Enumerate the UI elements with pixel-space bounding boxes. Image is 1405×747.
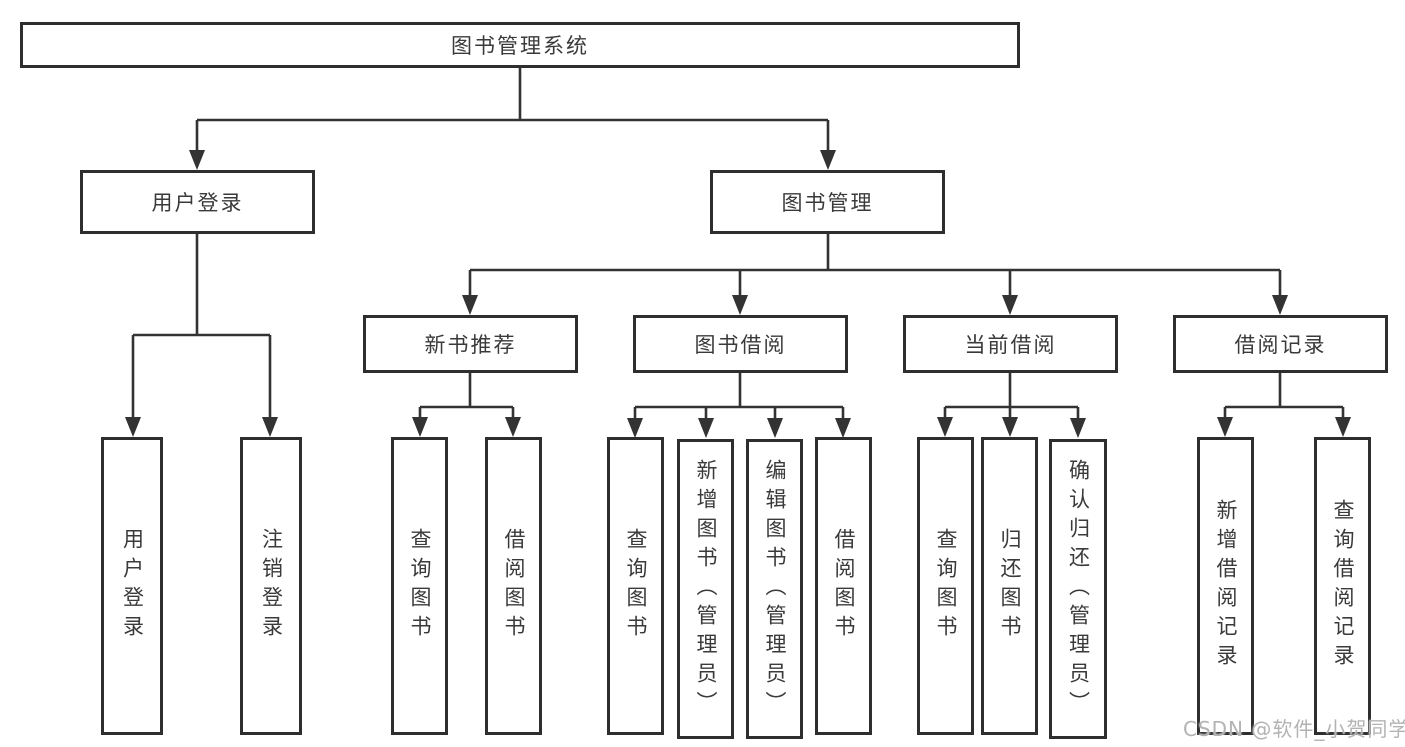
leaf-edit-books-admin-label: 编辑图书（管理员） — [763, 458, 787, 720]
node-book-borrowing: 图书借阅 — [633, 315, 848, 373]
connector-bookmgmt-to-groups — [462, 234, 1288, 315]
leaf-current-query-books-label: 查询图书 — [934, 528, 958, 644]
leaf-logout: 注销登录 — [240, 437, 302, 735]
node-borrowing-records-label: 借阅记录 — [1234, 333, 1327, 357]
leaf-newbooks-query-books-label: 查询图书 — [408, 528, 432, 644]
leaf-current-query-books: 查询图书 — [917, 437, 974, 735]
connector-newbooks-to-leaves — [412, 373, 521, 437]
leaf-return-books: 归还图书 — [981, 437, 1038, 735]
node-root-label: 图书管理系统 — [451, 34, 589, 58]
leaf-logout-label: 注销登录 — [259, 528, 284, 644]
connector-userlogin-to-leaves — [125, 234, 278, 437]
leaf-newbooks-borrow-books-label: 借阅图书 — [502, 528, 526, 644]
leaf-user-login-label: 用户登录 — [120, 528, 145, 644]
leaf-user-login: 用户登录 — [101, 437, 163, 735]
node-book-management: 图书管理 — [710, 170, 945, 234]
leaf-borrow-borrow-books: 借阅图书 — [815, 437, 872, 735]
node-book-management-label: 图书管理 — [781, 191, 874, 215]
leaf-borrow-query-books-label: 查询图书 — [624, 528, 648, 644]
node-book-borrowing-label: 图书借阅 — [694, 333, 787, 357]
node-current-borrowing: 当前借阅 — [903, 315, 1118, 373]
leaf-borrow-query-books: 查询图书 — [607, 437, 664, 735]
node-root: 图书管理系统 — [20, 22, 1020, 68]
leaf-add-borrow-record-label: 新增借阅记录 — [1214, 499, 1238, 673]
leaf-query-borrow-record: 查询借阅记录 — [1314, 437, 1371, 735]
leaf-query-borrow-record-label: 查询借阅记录 — [1331, 499, 1355, 673]
csdn-watermark: CSDN @软件_小贺同学 — [1183, 717, 1405, 741]
leaf-newbooks-query-books: 查询图书 — [391, 437, 448, 735]
node-current-borrowing-label: 当前借阅 — [964, 333, 1057, 357]
node-new-book-recommend-label: 新书推荐 — [424, 333, 517, 357]
connector-records-to-leaves — [1217, 373, 1351, 437]
connector-borrow-to-leaves — [627, 373, 851, 438]
leaf-edit-books-admin: 编辑图书（管理员） — [746, 439, 803, 739]
leaf-add-books-admin: 新增图书（管理员） — [677, 439, 734, 739]
leaf-add-borrow-record: 新增借阅记录 — [1197, 437, 1254, 735]
node-new-book-recommend: 新书推荐 — [363, 315, 578, 373]
leaf-borrow-borrow-books-label: 借阅图书 — [832, 528, 856, 644]
node-user-login: 用户登录 — [80, 170, 315, 234]
node-borrowing-records: 借阅记录 — [1173, 315, 1388, 373]
leaf-return-books-label: 归还图书 — [998, 528, 1022, 644]
node-user-login-label: 用户登录 — [151, 191, 244, 215]
leaf-confirm-return-admin-label: 确认归还（管理员） — [1066, 458, 1091, 720]
leaf-confirm-return-admin: 确认归还（管理员） — [1049, 439, 1107, 739]
connector-current-to-leaves — [937, 373, 1086, 438]
leaf-add-books-admin-label: 新增图书（管理员） — [694, 458, 718, 720]
leaf-newbooks-borrow-books: 借阅图书 — [485, 437, 542, 735]
connector-root-to-level2 — [189, 68, 836, 170]
